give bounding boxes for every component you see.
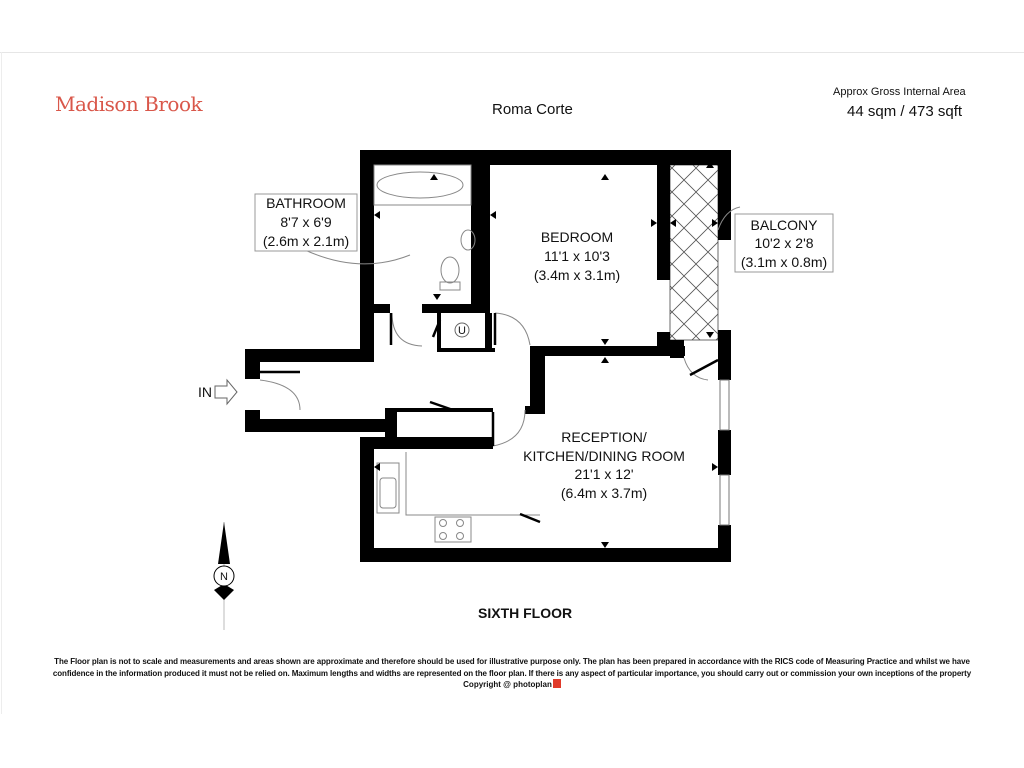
kitchen-sink — [376, 462, 400, 514]
windows — [719, 379, 730, 526]
bathroom-name: BATHROOM — [266, 195, 346, 211]
balcony-metric: (3.1m x 0.8m) — [741, 254, 827, 270]
area-value: 44 sqm / 473 sqft — [847, 103, 963, 120]
copyright-text: Copyright @ photoplan — [463, 680, 552, 689]
entrance-label: IN — [198, 384, 212, 400]
walls — [245, 150, 731, 562]
bathroom-metric: (2.6m x 2.1m) — [263, 233, 349, 249]
door-leaves — [260, 313, 719, 524]
bath-basin — [376, 171, 464, 199]
compass-label: N — [220, 571, 228, 583]
balcony-label-box — [734, 213, 834, 273]
area-label: Approx Gross Internal Area — [833, 86, 966, 98]
copyright: Copyright @ photoplan — [0, 679, 1024, 689]
north-compass-icon — [213, 522, 235, 630]
page-border — [0, 52, 1024, 53]
entrance-arrow-icon — [214, 378, 238, 406]
bedroom-imperial: 11'1 x 10'3 — [544, 248, 610, 264]
disclaimer: The Floor plan is not to scale and measu… — [52, 657, 972, 678]
sink — [460, 229, 476, 251]
hob — [434, 516, 472, 543]
photoplan-logo-icon — [552, 679, 561, 688]
balcony-imperial: 10'2 x 2'8 — [754, 235, 813, 251]
worktop — [405, 452, 540, 516]
cupboard-label: U — [458, 325, 466, 337]
reception-name-line2: KITCHEN/DINING ROOM — [523, 448, 685, 464]
bedroom-metric: (3.4m x 3.1m) — [534, 267, 620, 283]
page-border-left — [1, 52, 2, 714]
toilet — [440, 256, 460, 284]
fixtures — [259, 164, 709, 543]
door-swing — [259, 379, 301, 411]
reception-name-line1: RECEPTION/ — [561, 429, 647, 445]
bedroom-name: BEDROOM — [541, 229, 613, 245]
reception-imperial: 21'1 x 12' — [574, 466, 633, 482]
balcony-area — [669, 164, 719, 341]
balcony-name: BALCONY — [751, 217, 819, 233]
floor-label: SIXTH FLOOR — [478, 605, 573, 621]
bathroom-label-box — [254, 193, 358, 252]
reception-metric: (6.4m x 3.7m) — [561, 485, 647, 501]
bathtub — [373, 164, 472, 206]
bathroom-imperial: 8'7 x 6'9 — [280, 214, 331, 230]
utility-cupboard-icon — [454, 322, 470, 338]
brand-logo: Madison Brook — [55, 92, 203, 116]
dimension-arrows — [374, 162, 718, 548]
property-name: Roma Corte — [492, 101, 573, 118]
